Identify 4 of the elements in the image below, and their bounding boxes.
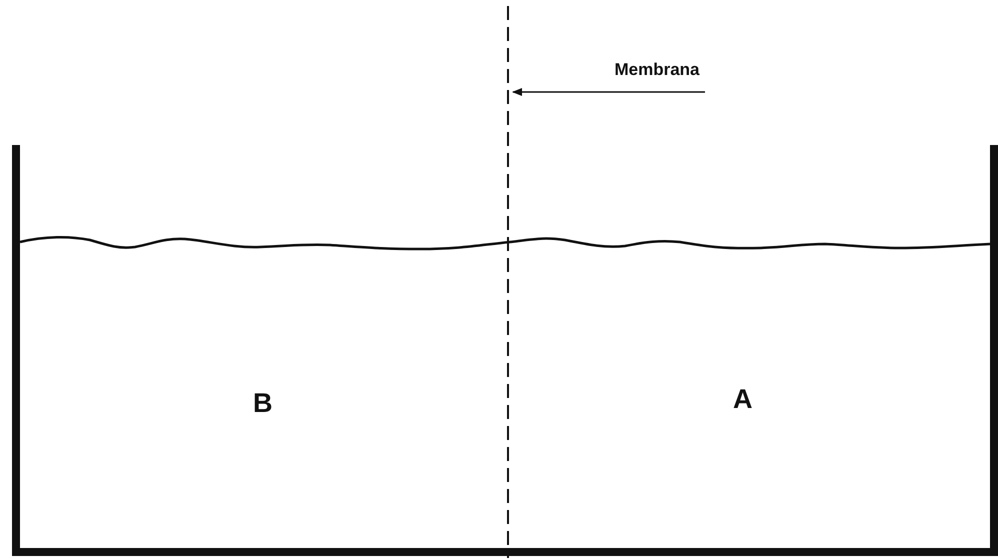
leader-line: [512, 88, 705, 96]
compartment-label: A: [733, 386, 752, 413]
membrane-label: Membrana: [614, 60, 700, 80]
compartment-label: B: [253, 390, 272, 417]
